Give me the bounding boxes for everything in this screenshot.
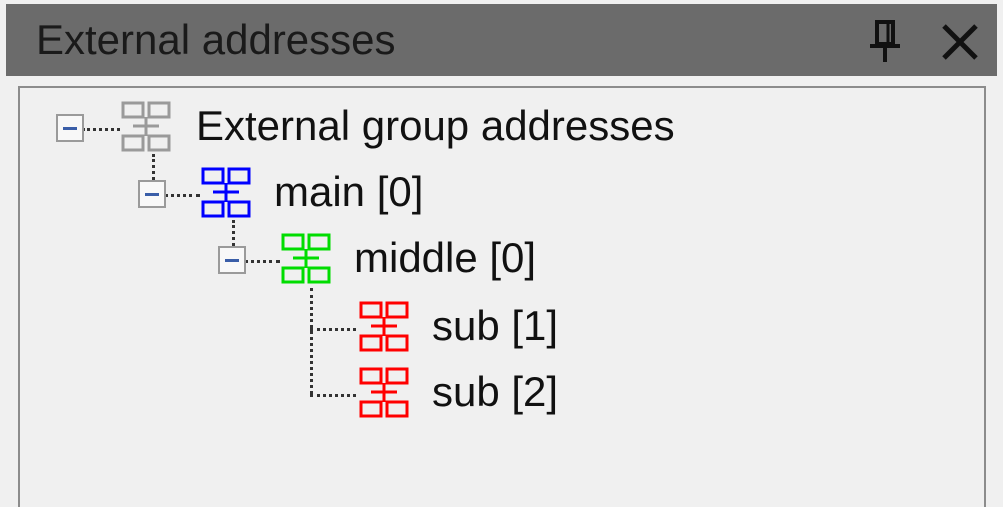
tree-connector [310, 288, 313, 394]
tree-node-label: sub [2] [432, 368, 559, 415]
tree-node-label: External group addresses [196, 102, 675, 149]
tree-connector [232, 220, 235, 246]
group-address-icon [359, 301, 409, 352]
tree-node-main[interactable]: main [0] [20, 166, 720, 222]
tree-node-label: main [0] [274, 168, 424, 215]
pin-icon [870, 20, 900, 62]
group-address-icon [121, 101, 171, 152]
tree-connector [164, 194, 200, 197]
tree-connector [152, 154, 155, 180]
address-tree[interactable]: External group addresses main [0] [18, 86, 986, 507]
collapse-toggle[interactable] [56, 114, 84, 142]
pin-button[interactable] [860, 12, 910, 68]
group-address-icon [201, 167, 251, 218]
close-icon [942, 24, 978, 60]
tree-node-label: middle [0] [354, 234, 537, 281]
group-address-icon [359, 367, 409, 418]
tree-node-root[interactable]: External group addresses [20, 100, 720, 156]
tree-node-sub-2[interactable]: sub [2] [20, 366, 720, 422]
tree-node-sub-1[interactable]: sub [1] [20, 300, 720, 356]
group-address-icon [281, 233, 331, 284]
close-button[interactable] [936, 12, 986, 68]
tree-connector [82, 128, 120, 131]
tree-connector [310, 328, 356, 331]
collapse-toggle[interactable] [218, 246, 246, 274]
collapse-toggle[interactable] [138, 180, 166, 208]
panel-titlebar[interactable]: External addresses [6, 4, 997, 76]
tree-connector [310, 394, 356, 397]
panel-title: External addresses [36, 16, 396, 63]
tree-connector [244, 260, 280, 263]
tree-node-middle[interactable]: middle [0] [20, 232, 720, 288]
tree-node-label: sub [1] [432, 302, 559, 349]
